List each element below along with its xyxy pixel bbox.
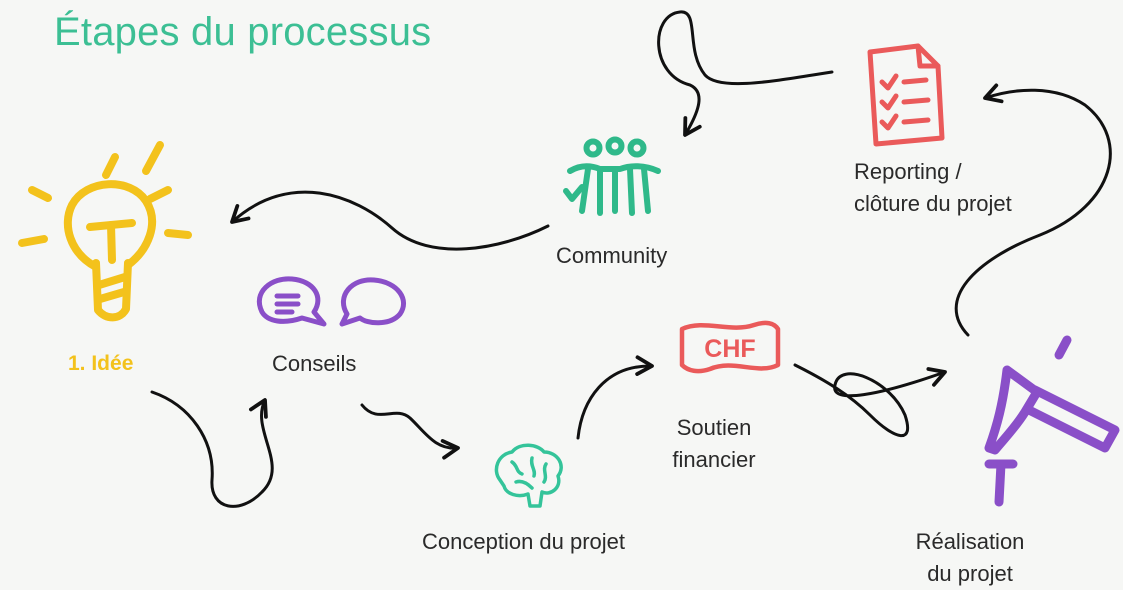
step-idee-label: 1. Idée — [68, 352, 134, 375]
step-soutien-label: Soutien financier — [654, 412, 774, 476]
arrow-community-to-idee — [230, 190, 550, 251]
arrow-conception-to-soutien — [576, 355, 654, 440]
lightbulb-icon — [18, 141, 192, 322]
chf-text: CHF — [704, 335, 755, 363]
step-soutien-label-line2: financier — [672, 447, 756, 472]
chf-banknote-icon: CHF — [679, 320, 781, 374]
step-reporting-label-line1: Reporting / — [854, 159, 962, 184]
arrow-conseils-to-conception — [360, 403, 460, 460]
arrow-idee-to-conseils — [150, 390, 274, 508]
step-realisation-label-line2: du projet — [927, 561, 1013, 586]
checklist-icon — [867, 43, 945, 147]
brain-icon — [494, 443, 563, 508]
arrow-soutien-to-realisation — [793, 363, 947, 438]
step-conception-label: Conception du projet — [422, 529, 626, 554]
step-community-label: Community — [556, 243, 668, 268]
arrow-realisation-to-reporting — [954, 83, 1112, 337]
diagram-title: Étapes du processus — [54, 10, 432, 54]
arrow-reporting-to-community — [657, 10, 834, 137]
step-conseils-label: Conseils — [272, 351, 357, 376]
step-reporting-label: Reporting / clôture du projet — [854, 156, 1012, 220]
step-realisation-label-line1: Réalisation — [915, 529, 1025, 554]
hammer-icon — [984, 335, 1120, 507]
speech-bubbles-icon — [256, 276, 407, 327]
people-group-icon — [563, 136, 661, 216]
step-realisation-label: Réalisation du projet — [900, 526, 1040, 590]
step-soutien-label-line1: Soutien — [676, 415, 752, 440]
step-reporting-label-line2: clôture du projet — [854, 191, 1012, 216]
